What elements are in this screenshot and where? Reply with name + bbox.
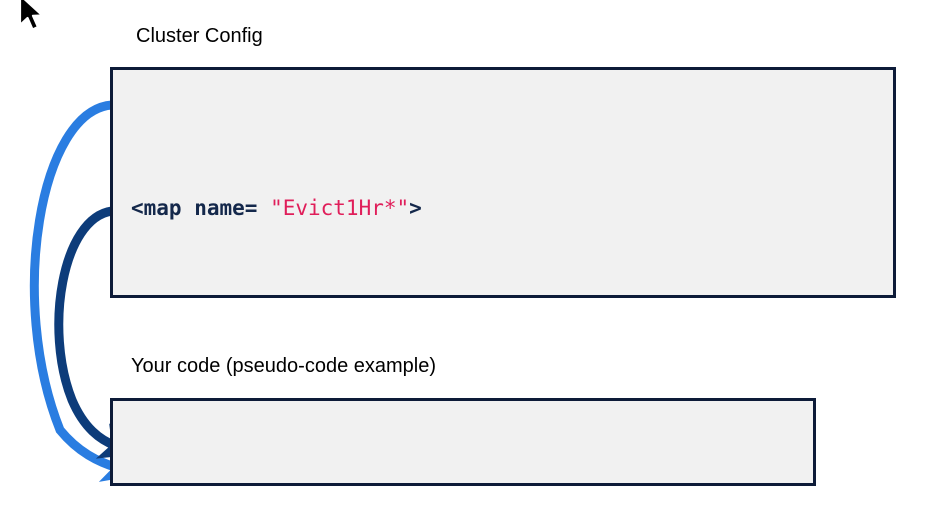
your-code-label: Your code (pseudo-code example) [131,355,437,377]
your-code-code-block: map myMap1 = map.get(“myMap1”) map myMap… [110,398,816,486]
cluster-config-label: Cluster Config [136,25,263,47]
code-token: > [409,196,422,220]
code-token-string: "Evict1Hr*" [270,196,410,220]
code-line-map-evict1hr-open: <map name= "Evict1Hr*"> [131,190,893,226]
cluster-config-code-block: <map name= "Evict1Hr*"> <max-idle-second… [110,67,896,298]
arrow-default-rule-to-mymap1 [54,206,138,459]
code-token: <map name= [131,196,271,220]
mouse-pointer-icon [18,0,44,31]
arrow-evict-rule-to-mymap2 [29,100,141,482]
